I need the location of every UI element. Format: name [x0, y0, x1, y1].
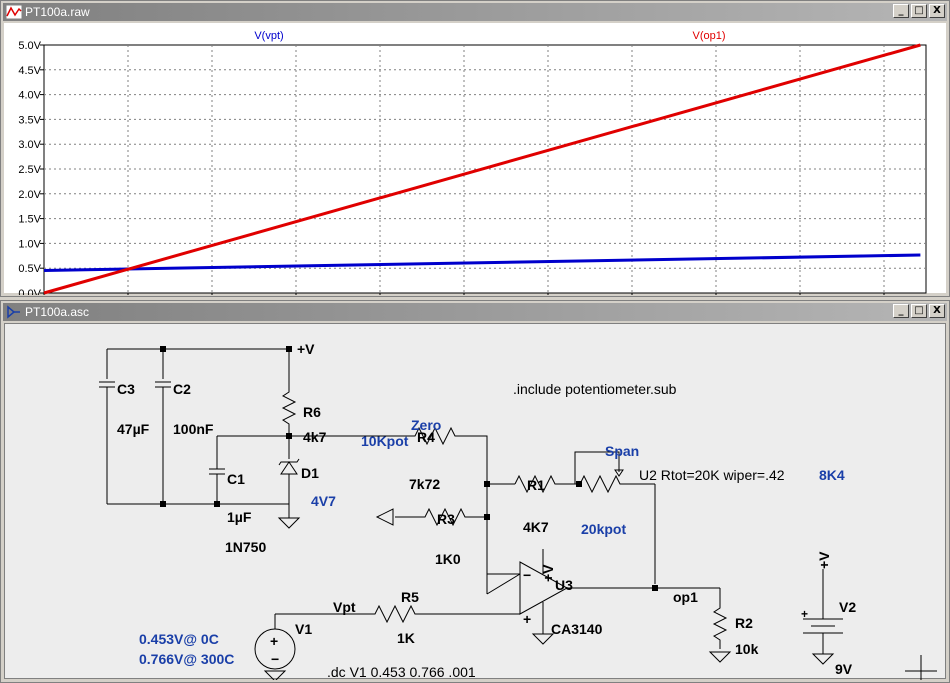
y-tick-label: 2.5V [18, 164, 41, 176]
r2-name: R2 [735, 615, 753, 631]
include-directive[interactable]: .include potentiometer.sub [513, 381, 677, 397]
pot-value: 20kpot [581, 521, 626, 537]
plot-window: PT100a.raw _ □ X 0.0V 0.5V 1.0V 1.5V 2.0V 2.5… [0, 0, 950, 297]
opamp-minus-icon: − [523, 567, 531, 583]
c2-name: C2 [173, 381, 191, 397]
v2-name: V2 [839, 599, 856, 615]
y-tick-label: 0.5V [18, 263, 41, 275]
v2-plus-icon: + [801, 607, 808, 621]
r4-name: R4 [417, 429, 435, 445]
wiper-value: 8K4 [819, 467, 845, 483]
plot-pane[interactable]: 0.0V 0.5V 1.0V 1.5V 2.0V 2.5V 3.0V 3.5V 4.0V 4.5V… [4, 23, 946, 295]
op1-net-label: op1 [673, 589, 698, 605]
plot-title-bar[interactable]: PT100a.raw _ □ X [3, 3, 947, 21]
v1-value: 0 [303, 679, 311, 680]
waveform-icon [6, 5, 22, 19]
y-tick-label: 4.0V [18, 90, 41, 102]
r6-value: 4k7 [303, 429, 327, 445]
zero-label: Zero [411, 417, 441, 433]
span-label: Span [605, 443, 639, 459]
r5-value: 1K [397, 630, 415, 646]
c3-name: C3 [117, 381, 135, 397]
r1-value: 4K7 [523, 519, 549, 535]
r3-name: R3 [437, 511, 455, 527]
v2-value: 9V [835, 661, 853, 677]
minimize-button[interactable]: _ [893, 304, 909, 318]
u3-name: U3 [555, 577, 573, 593]
v2-vplus-label: +V [816, 551, 832, 569]
v1-note-0c: 0.453V@ 0C [139, 631, 219, 647]
plot-window-title: PT100a.raw [25, 5, 90, 19]
opamp-plus-icon: + [523, 611, 531, 627]
v1-name: V1 [295, 621, 312, 637]
u2-params[interactable]: U2 Rtot=20K wiper=.42 [639, 467, 785, 483]
y-tick-label: 1.5V [18, 214, 41, 226]
d1-model: 1N750 [225, 539, 266, 555]
maximize-button[interactable]: □ [911, 4, 927, 18]
schematic-icon [7, 305, 20, 319]
c2-value: 100nF [173, 421, 214, 437]
d1-name: D1 [301, 465, 319, 481]
legend-entry[interactable]: V(op1) [692, 30, 725, 42]
c3-value: 47µF [117, 421, 150, 437]
c1-value: 1µF [227, 509, 252, 525]
v1-minus-icon: − [271, 651, 279, 667]
r2-value: 10k [735, 641, 759, 657]
r4-note: 10Kpot [361, 433, 409, 449]
r1-name: R1 [527, 477, 545, 493]
legend-entry[interactable]: V(vpt) [254, 30, 283, 42]
y-tick-label: 3.5V [18, 114, 41, 126]
u3-vplus-label: +V [540, 564, 556, 582]
y-tick-label: 2.0V [18, 189, 41, 201]
u3-model: CA3140 [551, 621, 603, 637]
schematic-window-title: PT100a.asc [25, 305, 90, 319]
close-button[interactable]: X [929, 304, 945, 318]
c1-name: C1 [227, 471, 245, 487]
dc-directive[interactable]: .dc V1 0.453 0.766 .001 [327, 664, 476, 680]
r3-value: 1K0 [435, 551, 461, 567]
d1-value: 4V7 [311, 493, 336, 509]
maximize-button[interactable]: □ [911, 304, 927, 318]
r5-name: R5 [401, 589, 419, 605]
v1-note-300c: 0.766V@ 300C [139, 651, 234, 667]
schematic-canvas[interactable]: +V .include potentiometer.sub C3 47µF C2… [4, 323, 946, 680]
vplus-label: +V [297, 341, 315, 357]
r4-value: 7k72 [409, 476, 440, 492]
r6-name: R6 [303, 404, 321, 420]
y-tick-label: 1.0V [18, 238, 41, 250]
y-tick-label: 5.0V [18, 40, 41, 52]
schematic-window: PT100a.asc _ □ X [0, 300, 950, 683]
y-tick-label: 4.5V [18, 65, 41, 77]
v1-plus-icon: + [270, 633, 278, 649]
minimize-button[interactable]: _ [893, 4, 909, 18]
vpt-net-label: Vpt [333, 599, 356, 615]
series-line-v-vpt-[interactable] [43, 253, 921, 273]
waveform-chart[interactable]: 0.0V 0.5V 1.0V 1.5V 2.0V 2.5V 3.0V 3.5V 4.0V 4.5V… [4, 23, 946, 295]
schematic-title-bar[interactable]: PT100a.asc _ □ X [3, 303, 947, 321]
y-tick-label: 0.0V [18, 288, 41, 295]
close-button[interactable]: X [929, 4, 945, 18]
series-line-v-op1-[interactable] [43, 43, 921, 295]
y-tick-label: 3.0V [18, 139, 41, 151]
